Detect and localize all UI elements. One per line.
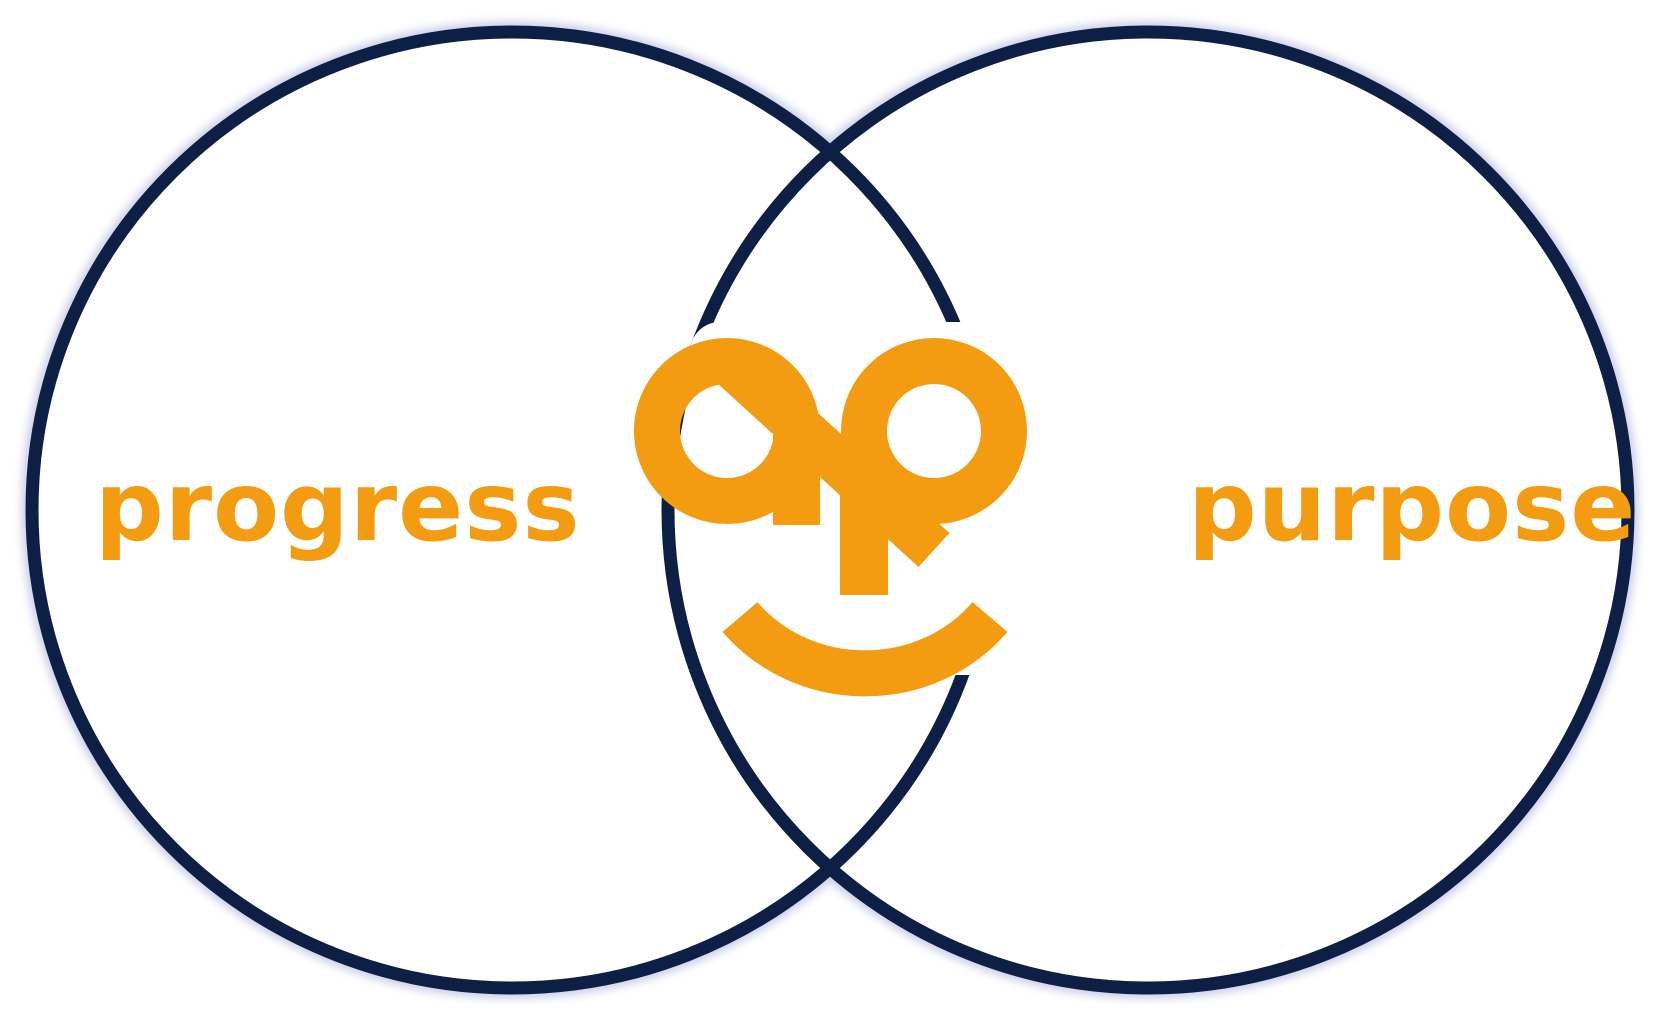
logo-p-stem [840, 455, 888, 595]
left-label: progress [95, 451, 580, 563]
ap-logo [634, 338, 1027, 697]
logo-a-stem [773, 435, 820, 525]
right-label: purpose [1188, 451, 1636, 563]
right-circle-fill [668, 32, 1628, 988]
logo-diagonal-stroke [711, 344, 950, 567]
logo-smile [722, 601, 1008, 697]
right-circle [661, 25, 1635, 995]
logo-p-bowl [841, 338, 1027, 524]
